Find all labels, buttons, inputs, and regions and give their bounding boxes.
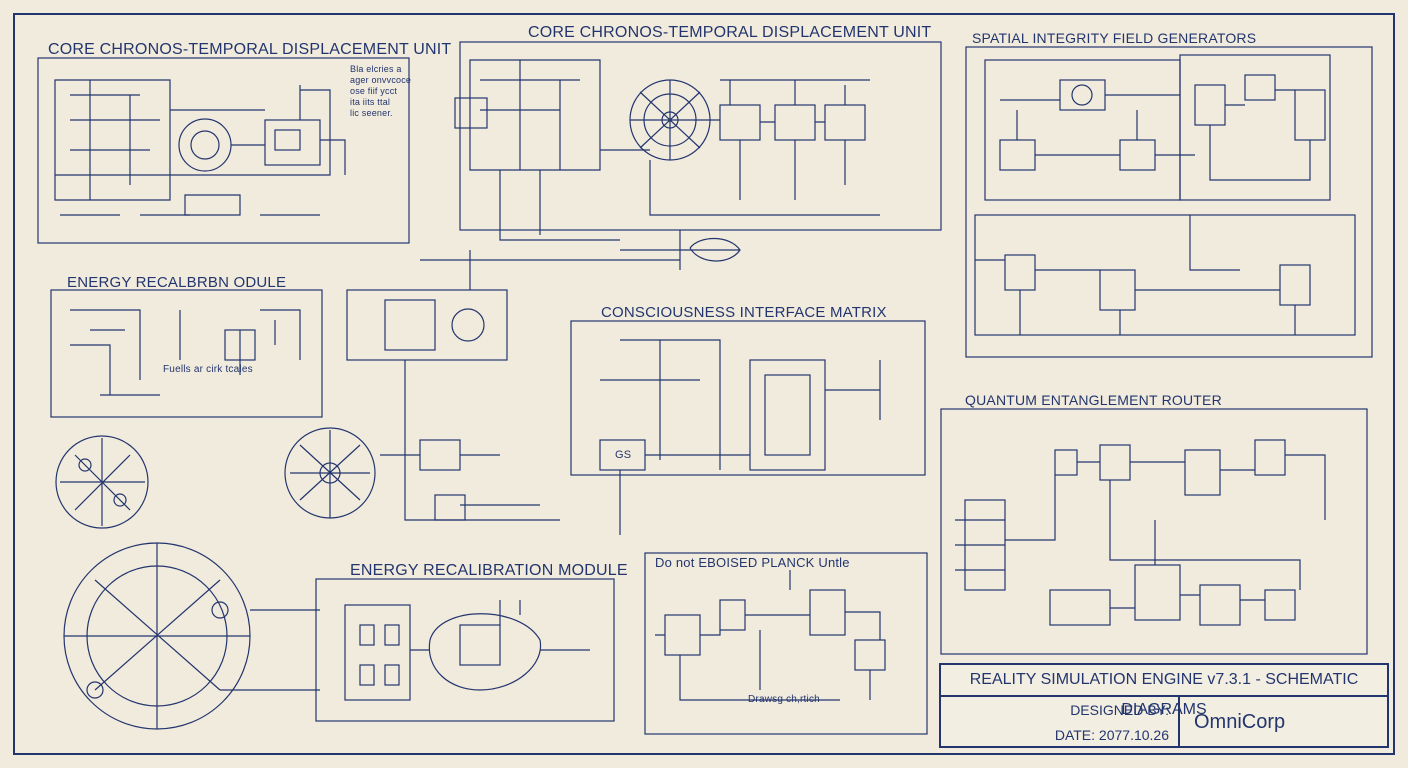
core-left-note: Bla elcries a ager onvvcoce ose fiif ycc…	[350, 64, 411, 119]
rotary-wiring-large	[63, 542, 320, 730]
panel-energy-small	[50, 289, 323, 418]
panel-consciousness	[570, 320, 926, 476]
spatial-wiring	[974, 54, 1356, 336]
rotary-wiring-mid	[284, 427, 376, 519]
title-consciousness: CONSCIOUSNESS INTERFACE MATRIX	[601, 304, 887, 321]
panel-spatial	[965, 46, 1373, 358]
gs-label: GS	[615, 449, 632, 461]
designer-name: OmniCorp	[1178, 697, 1387, 747]
central-bus-wiring	[346, 230, 741, 521]
title-quantum: QUANTUM ENTANGLEMENT ROUTER	[965, 392, 1222, 408]
panel-core-left	[37, 57, 410, 244]
title-planck: Do not EBOISED PLANCK Untle	[655, 555, 850, 570]
drawn-note: Drawsg ch,rtich	[748, 694, 820, 705]
energy-small-wiring	[70, 309, 301, 396]
title-block: REALITY SIMULATION ENGINE v7.3.1 - SCHEM…	[939, 663, 1389, 748]
consciousness-wiring	[599, 339, 881, 535]
title-core-center: CORE CHRONOS-TEMPORAL DISPLACEMENT UNIT	[528, 24, 932, 41]
core-left-note-line: ager onvvcoce	[350, 75, 412, 85]
energy-large-wiring	[344, 600, 590, 701]
core-left-note-line: ose fiif ycct	[350, 86, 398, 96]
title-energy-small: ENERGY RECALBRBN ODULE	[67, 274, 287, 291]
drawing-date: DATE: 2077.10.26	[1054, 727, 1169, 743]
panel-planck	[644, 552, 928, 735]
title-energy-large: ENERGY RECALIBRATION MODULE	[350, 562, 628, 579]
core-left-note-line: Bla elcries a	[350, 64, 402, 74]
title-spatial: SPATIAL INTEGRITY FIELD GENERATORS	[972, 30, 1257, 46]
core-left-note-line: lic seener.	[350, 108, 393, 118]
title-core-left: CORE CHRONOS-TEMPORAL DISPLACEMENT UNIT	[48, 41, 452, 58]
sheet-border	[13, 13, 1395, 755]
core-left-wiring	[54, 79, 346, 216]
energy-note: Fuells ar cirk tcales	[163, 364, 253, 375]
core-left-note-line: ita iits ttal	[350, 97, 391, 107]
planck-wiring	[655, 570, 886, 701]
core-center-wiring	[454, 59, 880, 241]
panel-core-center	[459, 41, 942, 231]
quantum-wiring	[955, 439, 1326, 626]
rotary-wiring-left	[55, 435, 149, 529]
panel-energy-large	[315, 578, 615, 722]
drawing-title: REALITY SIMULATION ENGINE v7.3.1 - SCHEM…	[941, 665, 1387, 718]
panel-quantum	[940, 408, 1368, 655]
designed-by-label: DESIGNED BY:	[1070, 702, 1169, 718]
